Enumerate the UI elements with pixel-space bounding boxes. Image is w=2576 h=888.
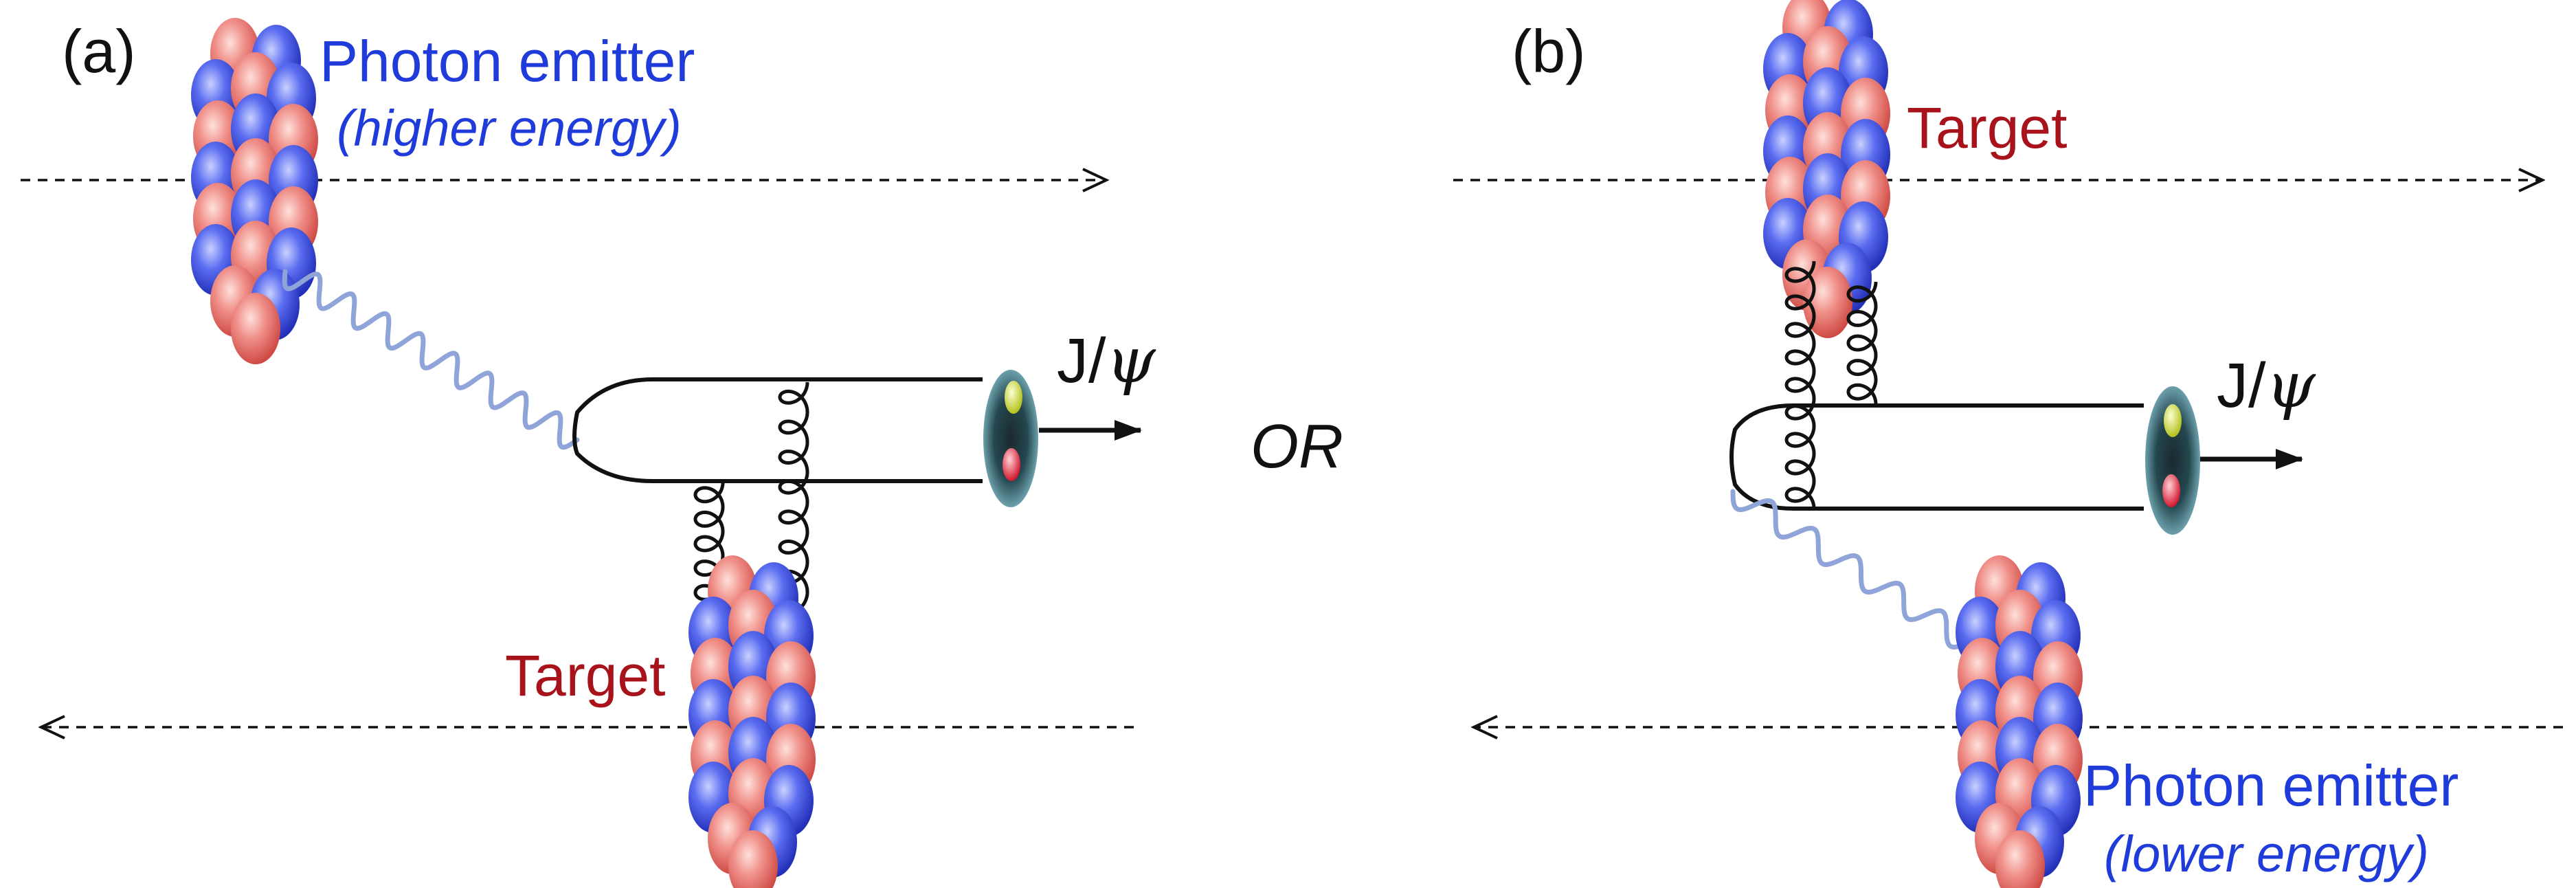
jpsi-meson-a bbox=[983, 370, 1038, 507]
panel-b: (b) J/ψ Target Photon emitter (lower ene… bbox=[1453, 0, 2563, 888]
photon-wavy-line-b bbox=[1730, 489, 1992, 659]
meson-label-b: J/ψ bbox=[2217, 348, 2316, 422]
target-nucleus-b bbox=[1763, 0, 1890, 338]
quark-loop-a bbox=[572, 377, 983, 483]
quark-loop-b bbox=[1729, 403, 2144, 511]
target-label-b: Target bbox=[1907, 96, 2067, 160]
proton-blob bbox=[231, 293, 280, 364]
panel-b-label: (b) bbox=[1512, 17, 1586, 85]
panel-a-label: (a) bbox=[62, 17, 136, 85]
photon-emitter-sublabel-a: (higher energy) bbox=[337, 100, 682, 157]
proton-blob bbox=[1803, 267, 1852, 338]
jpsi-meson-b bbox=[2145, 386, 2200, 535]
target-nucleus-a bbox=[688, 555, 816, 888]
gluon-coil-b-long bbox=[1784, 260, 1816, 509]
photon-emitter-sublabel-b: (lower energy) bbox=[2104, 825, 2429, 883]
photon-emitter-label-b: Photon emitter bbox=[2083, 753, 2459, 818]
target-label-a: Target bbox=[505, 643, 665, 708]
gluon-coil-b-short bbox=[1846, 281, 1878, 405]
photon-emitter-label-a: Photon emitter bbox=[320, 29, 695, 93]
photon-emitter-nucleus-b bbox=[1956, 555, 2083, 888]
photon-wavy-line-a bbox=[282, 269, 580, 450]
or-connector: OR bbox=[1251, 412, 1343, 481]
meson-label-a: J/ψ bbox=[1057, 324, 1156, 397]
proton-blob bbox=[728, 830, 778, 888]
photon-emitter-nucleus-a bbox=[191, 18, 318, 364]
panel-a: (a) J/ψ Photon emitter (higher energy) T… bbox=[21, 17, 1156, 888]
proton-blob bbox=[1995, 830, 2045, 888]
